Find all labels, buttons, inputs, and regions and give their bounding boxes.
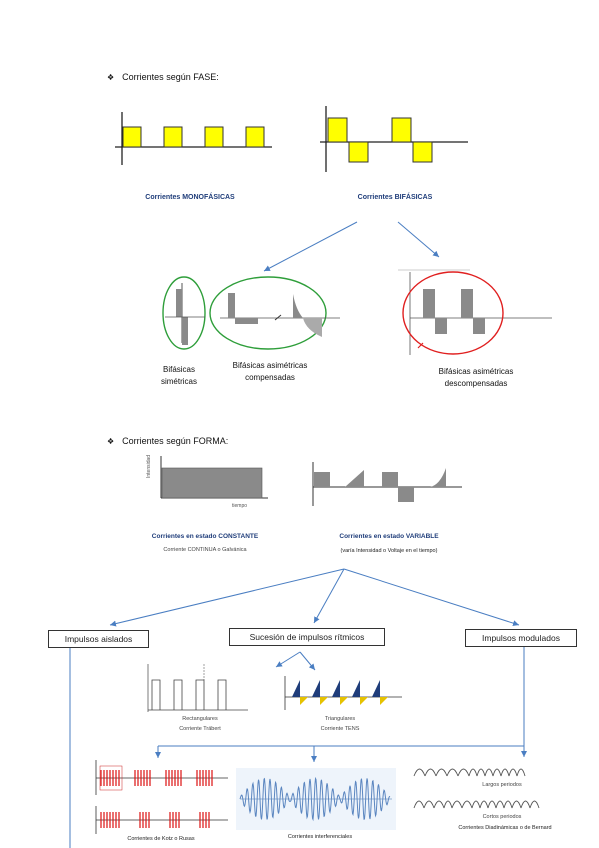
tiempo-axis-label: tiempo xyxy=(232,503,248,509)
biphasic-pulse-neg xyxy=(412,141,433,163)
green-oval-compensated xyxy=(209,276,327,350)
green-oval-symmetric xyxy=(162,276,206,350)
arrow-to-rectangulares xyxy=(275,651,301,668)
arrow-to-simetricas xyxy=(263,221,358,272)
variable-current-graphic xyxy=(312,462,462,506)
monofasicas-caption: Corrientes MONOFÁSICAS xyxy=(145,194,235,201)
box-impulsos-ritmicos: Sucesión de impulsos rítmicos xyxy=(229,628,385,646)
intensidad-axis-label: Intensidad xyxy=(146,454,152,478)
box-impulsos-modulados: Impulsos modulados xyxy=(465,629,577,647)
diamond-bullet-icon: ❖ xyxy=(107,73,115,82)
tens-caption: Corriente TENS xyxy=(320,726,360,732)
cortos-caption: Cortos periodos xyxy=(482,814,522,820)
forma-title-text: Corrientes según FORMA: xyxy=(122,436,229,446)
bif-asim-descomp-caption: Bifásicas asimétricas descompensadas xyxy=(418,366,534,390)
arrow-to-descompensadas xyxy=(397,221,440,258)
bif-asim-comp-line2: compensadas xyxy=(245,373,295,382)
variable-caption: Corrientes en estado VARIABLE xyxy=(339,533,439,540)
arrow-to-aislados xyxy=(109,568,345,627)
asymmetric-decompensated-graphic xyxy=(398,269,552,355)
monophasic-pulse xyxy=(245,126,265,148)
box-impulsos-aislados: Impulsos aislados xyxy=(48,630,149,648)
biphasic-pulse-neg xyxy=(348,141,369,163)
forma-section-title: ❖ Corrientes según FORMA: xyxy=(107,436,228,446)
arrow-to-triangulares xyxy=(299,651,316,671)
symmetric-biphasic-graphic xyxy=(162,276,206,350)
rectangulares-caption: Rectangulares xyxy=(182,716,218,722)
constante-caption: Corrientes en estado CONSTANTE xyxy=(151,533,259,540)
asymmetric-compensated-graphic xyxy=(209,276,340,350)
arrow-to-modulados xyxy=(343,568,520,627)
monophasic-waveform xyxy=(115,112,272,165)
fase-title-text: Corrientes según FASE: xyxy=(122,72,219,82)
biphasic-pulse-pos xyxy=(391,117,412,143)
constant-current-graphic xyxy=(160,456,268,499)
diamond-bullet-icon: ❖ xyxy=(107,437,115,446)
bif-simetricas-line2: simétricas xyxy=(160,377,197,386)
variable-subcaption: (varía Intensidad o Voltaje en el tiempo… xyxy=(340,548,438,554)
bif-asim-descomp-line1: Bifásicas asimétricas xyxy=(438,367,514,376)
biphasic-pulse-pos xyxy=(327,117,348,143)
diadynamic-currents-graphic xyxy=(413,768,540,809)
kotz-currents-graphic xyxy=(95,760,228,834)
diadinamicas-caption: Corrientes Diadinámicas o de Bernard xyxy=(458,825,552,831)
bif-simetricas-caption: Bifásicas simétricas xyxy=(150,364,208,388)
trabert-caption: Corriente Träbert xyxy=(179,726,221,732)
monophasic-pulse xyxy=(163,126,183,148)
interferential-currents-graphic xyxy=(236,768,396,830)
bif-asim-comp-line1: Bifásicas asimétricas xyxy=(232,361,308,370)
bif-asim-descomp-line2: descompensadas xyxy=(444,379,508,388)
kotz-caption: Corrientes de Kotz o Rusas xyxy=(127,836,195,842)
red-oval-decompensated xyxy=(402,271,504,355)
triangulares-caption: Triangulares xyxy=(324,716,356,722)
constante-subcaption: Corriente CONTINUA o Galvánica xyxy=(163,547,247,553)
arrow-to-ritmicos xyxy=(313,568,345,624)
bif-asim-comp-caption: Bifásicas asimétricas compensadas xyxy=(220,360,320,384)
interferenciales-caption: Corrientes interferenciales xyxy=(287,834,353,840)
bif-simetricas-line1: Bifásicas xyxy=(162,365,195,374)
monophasic-pulse xyxy=(122,126,142,148)
largos-caption: Largos periodos xyxy=(482,782,522,788)
bifasicas-caption: Corrientes BIFÁSICAS xyxy=(357,194,433,201)
triangular-pulses-graphic xyxy=(284,676,402,710)
fase-section-title: ❖ Corrientes según FASE: xyxy=(107,72,219,82)
biphasic-waveform xyxy=(320,106,468,172)
monophasic-pulse xyxy=(204,126,224,148)
rectangular-pulses-graphic xyxy=(147,664,248,712)
